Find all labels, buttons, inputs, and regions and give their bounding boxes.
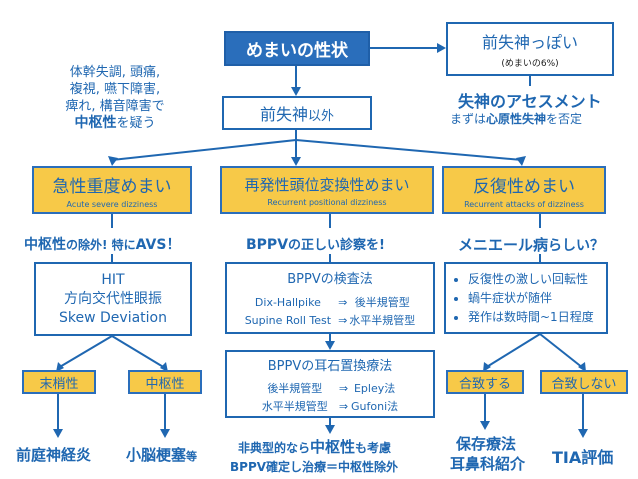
presyncope-title: 前失神っぽい bbox=[481, 33, 578, 52]
nomatch-box: 合致しない bbox=[540, 370, 628, 394]
category-acute-severe: 急性重度めまい Acute severe dizziness bbox=[32, 166, 192, 214]
bppv-treatment-box: BPPVの耳石置換療法 後半規管型⇒Epley法 水平半規管型⇒Gufoni法 bbox=[225, 350, 435, 418]
dizziness-nature-box: めまいの性状 bbox=[224, 31, 370, 66]
peripheral-box: 末梢性 bbox=[22, 370, 96, 394]
syncope-assessment-title: 失神のアセスメント bbox=[458, 92, 602, 111]
hit-box: HIT 方向交代性眼振 Skew Deviation bbox=[34, 262, 192, 336]
bppv-exam-table: Dix-Hallpike⇒後半規管型 Supine Roll Test⇒水平半規… bbox=[244, 295, 416, 328]
category-recurrent-attacks: 反復性めまい Recurrent attacks of dizziness bbox=[442, 166, 606, 214]
outcome-atypical-line1: 非典型的なら中枢性も考慮 bbox=[238, 438, 392, 456]
outcome-vestibular-neuritis: 前庭神経炎 bbox=[16, 446, 92, 464]
match-box: 合致する bbox=[446, 370, 524, 394]
presyncope-sub: (めまいの6%) bbox=[501, 59, 559, 69]
heading-bppv-exam: BPPVの正しい診察を! bbox=[246, 237, 385, 253]
dizziness-nature-label: めまいの性状 bbox=[246, 41, 348, 61]
outcome-cerebellar-infarct: 小脳梗塞等 bbox=[126, 446, 198, 464]
non-presyncope-box: 前失神以外 bbox=[222, 96, 372, 130]
heading-meniere: メニエール病らしい？ bbox=[458, 236, 605, 254]
bppv-treatment-title: BPPVの耳石置換療法 bbox=[267, 359, 393, 374]
meniere-features-box: 反復性の激しい回転性 蝸牛症状が随伴 発作は数時間~1日程度 bbox=[444, 262, 608, 334]
outcome-atypical-line2: BPPV確定し治療＝中枢性除外 bbox=[230, 460, 399, 474]
outcome-conservative: 保存療法 耳鼻科紹介 bbox=[450, 435, 526, 473]
meniere-features-list: 反復性の激しい回転性 蝸牛症状が随伴 発作は数時間~1日程度 bbox=[450, 270, 594, 327]
central-signs-note: 体幹失調, 頭痛, 複視, 嚥下障害, 痺れ, 構音障害で 中枢性を疑う bbox=[65, 65, 165, 131]
presyncope-box: 前失神っぽい (めまいの6%) bbox=[446, 22, 614, 76]
central-box: 中枢性 bbox=[128, 370, 202, 394]
category-recurrent-positional: 再発性頭位変換性めまい Recurrent positional dizzine… bbox=[220, 166, 434, 214]
outcome-tia: TIA評価 bbox=[552, 448, 614, 467]
syncope-assessment-sub: まずは心原性失神を否定 bbox=[450, 112, 583, 126]
bppv-treatment-table: 後半規管型⇒Epley法 水平半規管型⇒Gufoni法 bbox=[261, 381, 399, 414]
bppv-exam-box: BPPVの検査法 Dix-Hallpike⇒後半規管型 Supine Roll … bbox=[225, 262, 435, 334]
bppv-exam-title: BPPVの検査法 bbox=[287, 272, 373, 287]
heading-exclude-central: 中枢性の除外! 特にAVS！ bbox=[24, 237, 181, 253]
